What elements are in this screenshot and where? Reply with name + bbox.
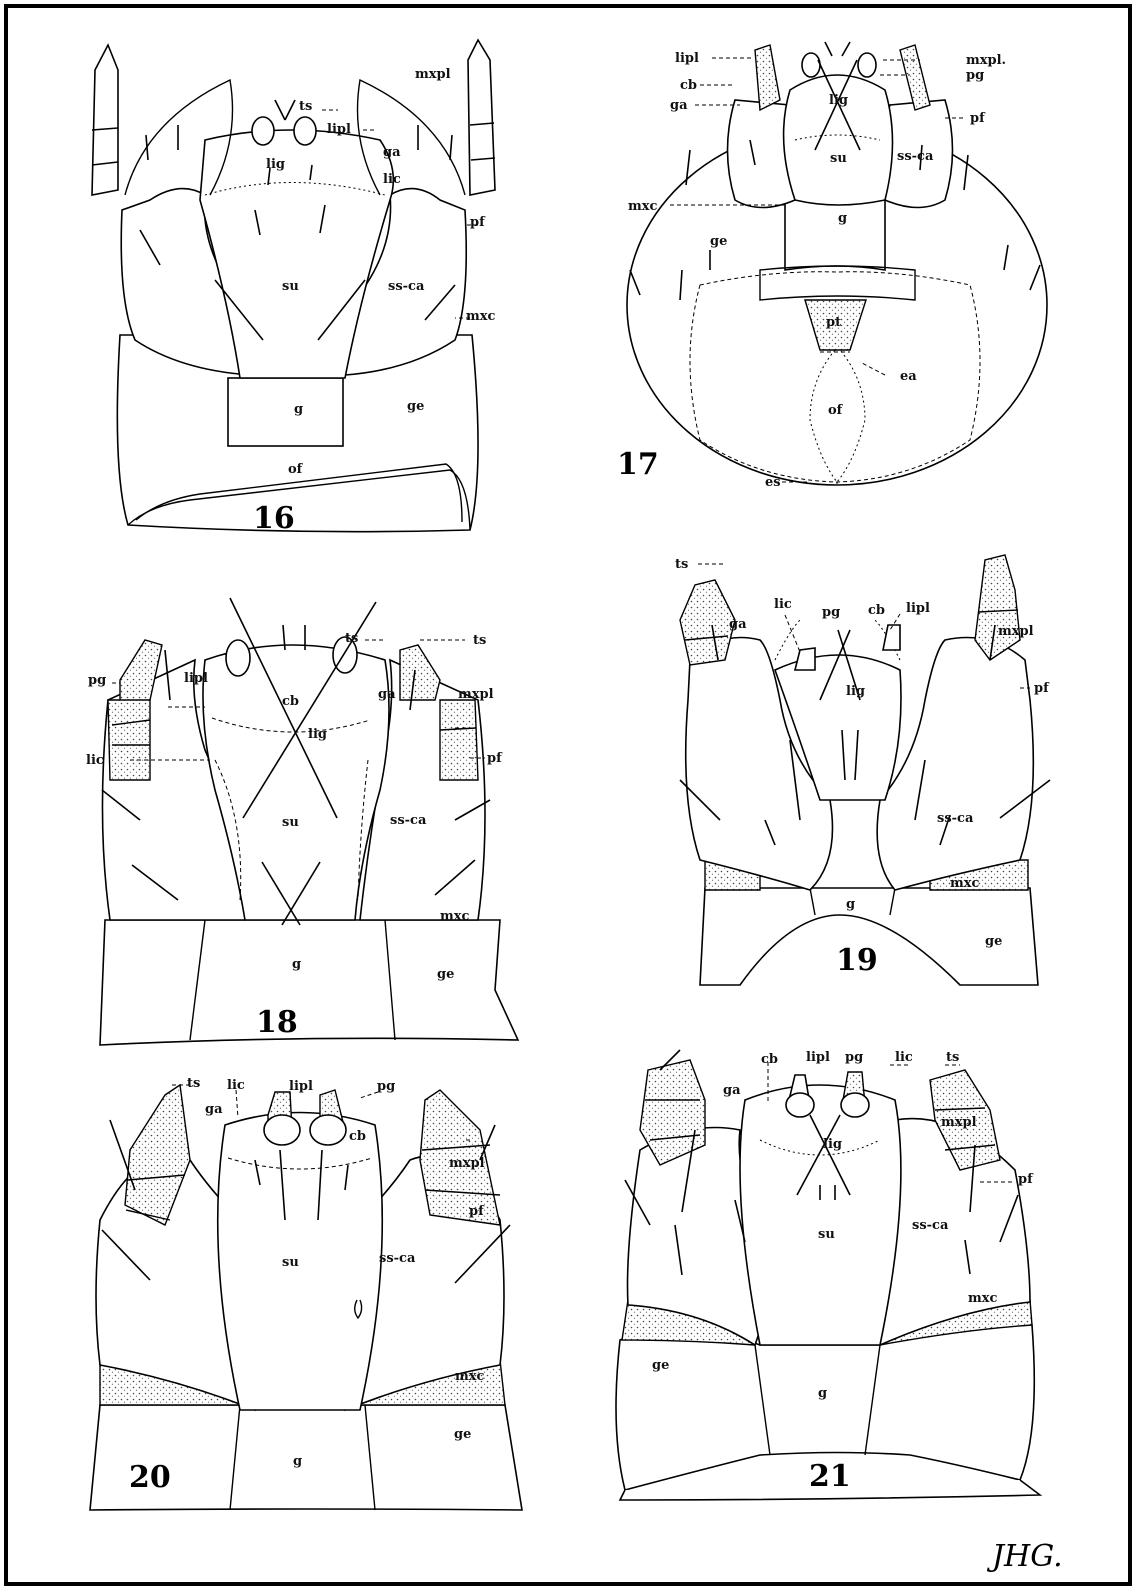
fig18-label-mxpl: mxpl <box>458 687 494 702</box>
fig18-label-ts-left: ts <box>345 631 358 646</box>
fig19-label-cb: cb <box>868 603 885 618</box>
fig21-label-ss-ca: ss-ca <box>912 1218 949 1233</box>
fig21-label-lic: lic <box>895 1050 913 1065</box>
fig20-label-mxpl: mxpl <box>449 1156 485 1171</box>
fig17-label-mxpl: mxpl. <box>966 53 1006 68</box>
fig16-number: 16 <box>253 501 295 536</box>
fig21-label-pg: pg <box>845 1050 863 1065</box>
fig16-label-ge: ge <box>407 399 424 414</box>
fig21-label-ge: ge <box>652 1358 669 1373</box>
figure-18 <box>100 598 518 1045</box>
figure-17 <box>627 42 1047 485</box>
fig17-label-of: of <box>828 403 844 418</box>
fig20-label-ts: ts <box>187 1076 200 1091</box>
fig20-label-pf: pf <box>469 1204 485 1219</box>
fig16-label-lipl: lipl <box>327 122 351 137</box>
fig16-label-mxc: mxc <box>466 309 496 324</box>
fig18-label-ge: ge <box>437 967 454 982</box>
fig17-number: 17 <box>617 447 659 482</box>
fig17-label-su: su <box>830 151 847 166</box>
fig16-label-of: of <box>288 462 304 477</box>
fig16-label-lic: lic <box>383 172 401 187</box>
fig17-label-mxc: mxc <box>628 199 658 214</box>
fig17-label-ss-ca: ss-ca <box>897 149 934 164</box>
fig21-label-lipl: lipl <box>806 1050 830 1065</box>
fig20-label-ss-ca: ss-ca <box>379 1251 416 1266</box>
fig17-label-pt: pt <box>826 315 841 330</box>
fig19-label-pg: pg <box>822 605 840 620</box>
fig20-label-ge: ge <box>454 1427 471 1442</box>
fig16-label-ga: ga <box>383 145 401 160</box>
fig21-label-g: g <box>818 1386 827 1401</box>
fig17-label-pf: pf <box>970 111 986 126</box>
fig20-label-pg: pg <box>377 1079 395 1094</box>
fig19-label-mxc: mxc <box>950 876 980 891</box>
fig21-label-lig: lig <box>823 1137 842 1152</box>
fig19-label-ge: ge <box>985 934 1002 949</box>
fig18-number: 18 <box>256 1005 298 1040</box>
figure-20 <box>90 1085 522 1510</box>
fig17-label-lig: lig <box>829 93 848 108</box>
fig19-label-lic: lic <box>774 597 792 612</box>
fig18-label-lic: lic <box>86 753 104 768</box>
fig21-label-cb: cb <box>761 1052 778 1067</box>
fig19-label-g: g <box>846 897 855 912</box>
fig16-label-su: su <box>282 279 299 294</box>
fig19-number: 19 <box>836 943 878 978</box>
fig20-label-su: su <box>282 1255 299 1270</box>
fig20-label-cb: cb <box>349 1129 366 1144</box>
fig17-label-ga: ga <box>670 98 688 113</box>
fig19-label-lig: lig <box>846 684 865 699</box>
fig18-label-pf: pf <box>487 751 503 766</box>
fig18-label-mxc: mxc <box>440 909 470 924</box>
fig21-label-pf: pf <box>1018 1172 1034 1187</box>
fig18-label-pg: pg <box>88 673 106 688</box>
fig17-label-g: g <box>838 211 847 226</box>
fig18-label-ga: ga <box>378 687 396 702</box>
fig18-label-ts-right: ts <box>473 633 486 648</box>
fig19-label-ts: ts <box>675 557 688 572</box>
fig17-label-es: es <box>765 475 781 490</box>
fig18-label-cb: cb <box>282 694 299 709</box>
fig21-label-su: su <box>818 1227 835 1242</box>
fig21-label-mxpl: mxpl <box>941 1115 977 1130</box>
fig18-label-lig: lig <box>308 727 327 742</box>
fig21-label-ts: ts <box>946 1050 959 1065</box>
fig20-number: 20 <box>129 1460 171 1495</box>
fig16-label-pf: pf <box>470 215 486 230</box>
fig16-label-g: g <box>294 402 303 417</box>
fig19-label-pf: pf <box>1034 681 1050 696</box>
fig16-label-ts: ts <box>299 99 312 114</box>
artist-signature: JHG. <box>986 1539 1063 1574</box>
fig17-label-ea: ea <box>900 369 917 384</box>
fig16-label-mxpl: mxpl <box>415 67 451 82</box>
fig20-label-lic: lic <box>227 1078 245 1093</box>
fig19-label-ss-ca: ss-ca <box>937 811 974 826</box>
fig21-label-mxc: mxc <box>968 1291 998 1306</box>
fig21-number: 21 <box>809 1459 851 1494</box>
fig21-label-ga: ga <box>723 1083 741 1098</box>
fig17-label-cb: cb <box>680 78 697 93</box>
fig18-label-g: g <box>292 957 301 972</box>
fig20-label-ga: ga <box>205 1102 223 1117</box>
fig19-label-ga: ga <box>729 617 747 632</box>
fig19-label-lipl: lipl <box>906 601 930 616</box>
fig19-label-mxpl: mxpl <box>998 624 1034 639</box>
fig20-label-lipl: lipl <box>289 1079 313 1094</box>
fig16-label-ss-ca: ss-ca <box>388 279 425 294</box>
fig18-label-ss-ca: ss-ca <box>390 813 427 828</box>
fig20-label-g: g <box>293 1454 302 1469</box>
fig17-label-ge: ge <box>710 234 727 249</box>
fig16-label-lig: lig <box>266 157 285 172</box>
fig17-label-pg: pg <box>966 68 984 83</box>
fig20-label-mxc: mxc <box>455 1369 485 1384</box>
fig18-label-su: su <box>282 815 299 830</box>
fig18-label-lipl: lipl <box>184 671 208 686</box>
fig17-label-lipl: lipl <box>675 51 699 66</box>
